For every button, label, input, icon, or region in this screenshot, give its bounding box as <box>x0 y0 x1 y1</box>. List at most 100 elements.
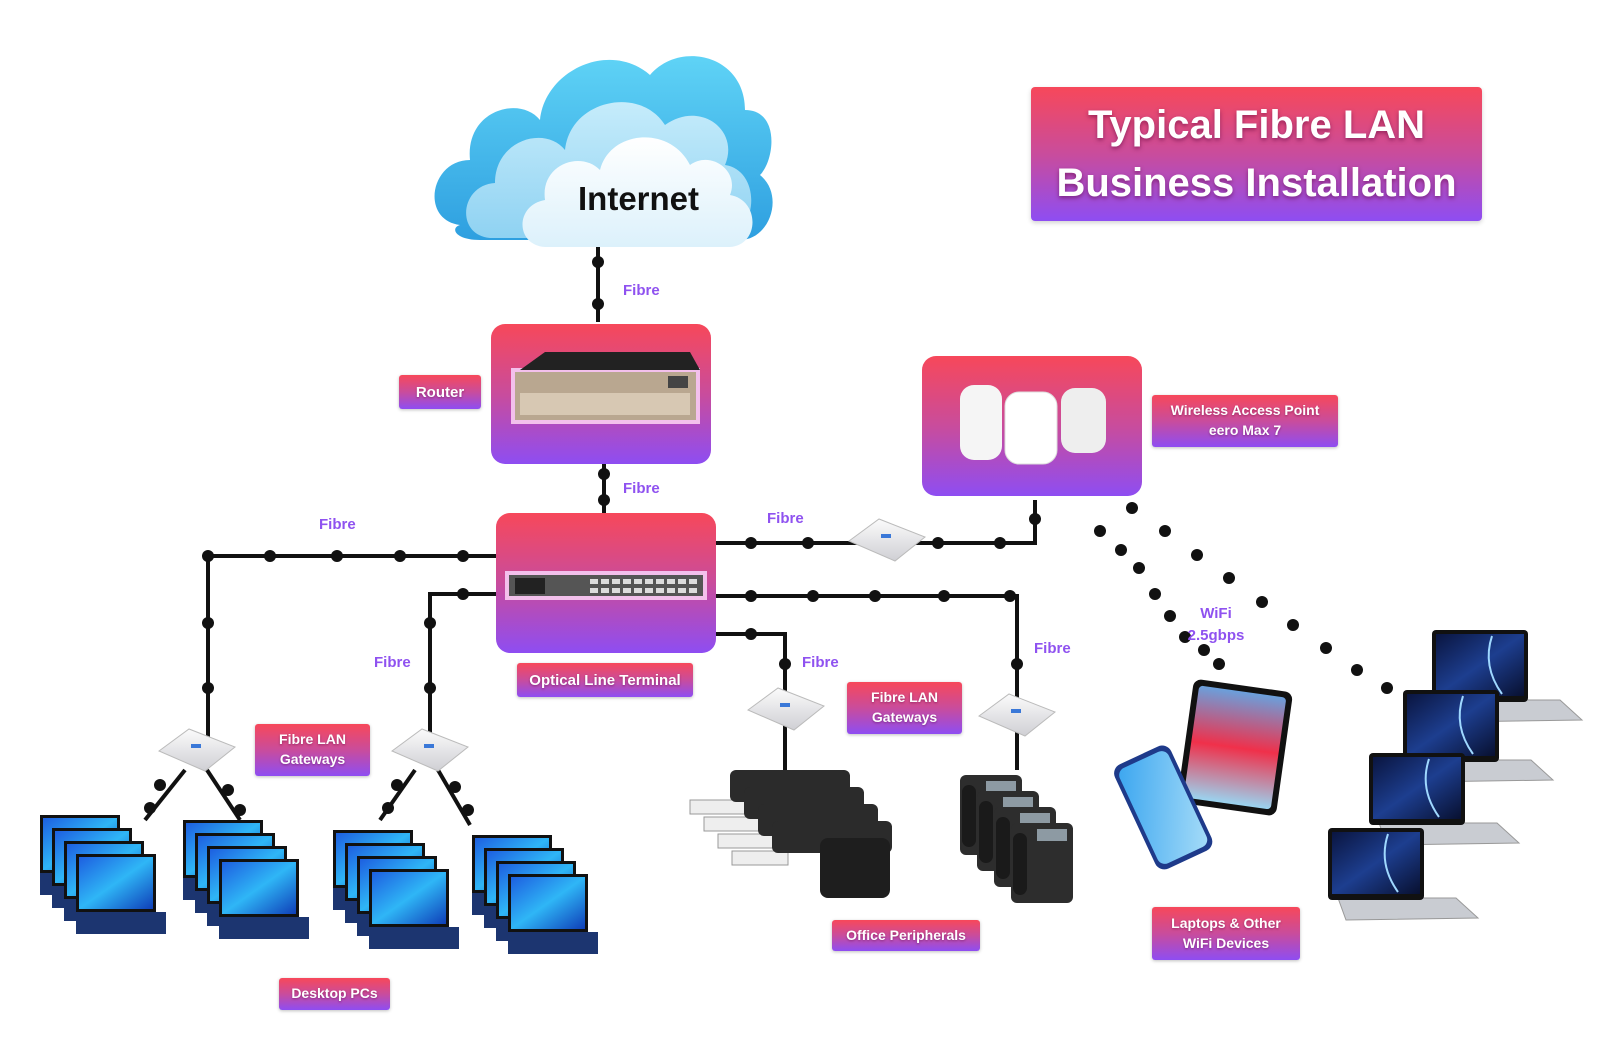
desktop-pc <box>76 854 166 934</box>
printer-icon <box>689 770 892 898</box>
gateways-left-label: Fibre LAN Gateways <box>255 724 370 776</box>
junction-dot <box>592 298 604 310</box>
desktop-pc <box>219 859 309 939</box>
olt-port <box>656 588 664 593</box>
laptop-screen <box>1332 832 1420 894</box>
junction-dot <box>222 784 234 796</box>
gateway-icon <box>978 693 1056 737</box>
monitor-screen <box>372 872 446 924</box>
junction-dot <box>745 590 757 602</box>
peripherals-label-text: Office Peripherals <box>846 926 966 943</box>
laptop-screen <box>1407 694 1495 756</box>
gateway-body <box>747 687 825 731</box>
gateway-logo <box>881 534 891 538</box>
keyboard <box>219 917 309 939</box>
screen-glow <box>1487 635 1503 695</box>
screen-glow <box>1383 833 1399 893</box>
olt-port <box>678 579 686 584</box>
laptop <box>1432 630 1584 723</box>
gateway-logo <box>1011 709 1021 713</box>
gateway-body <box>158 728 236 772</box>
olt-port <box>667 579 675 584</box>
gateway-logo <box>780 703 790 707</box>
wifi-label-line-2: 2.5gbps <box>1187 627 1245 644</box>
junction-dot <box>331 550 343 562</box>
laptop-icon <box>1328 630 1584 921</box>
screen-glow <box>1424 758 1440 818</box>
laptop-screen <box>1436 634 1524 696</box>
desktop-pc <box>508 874 598 954</box>
diagram-title: Typical Fibre LAN Business Installation <box>1031 87 1482 221</box>
gateway-logo <box>424 744 434 748</box>
link-label-olt-left: Fibre <box>319 516 356 533</box>
junction-dot <box>234 804 246 816</box>
phone-display <box>986 781 1016 793</box>
link-label-olt-phones: Fibre <box>1034 640 1071 657</box>
junction-dot <box>745 628 757 640</box>
link-olt-peripherals <box>716 632 787 700</box>
title-line-2: Business Installation <box>1056 161 1457 205</box>
phone-handset <box>996 817 1010 879</box>
wifi-dot <box>1126 502 1138 514</box>
wifi-dot <box>1256 596 1268 608</box>
phone-handset <box>1013 833 1027 895</box>
desktops-label: Desktop PCs <box>279 978 390 1010</box>
junction-dot <box>424 682 436 694</box>
link-label-router-olt: Fibre <box>623 480 660 497</box>
monitor-screen <box>222 862 296 914</box>
gateway-icon <box>747 687 825 731</box>
printer-front <box>820 838 890 898</box>
wifi-dot <box>1179 631 1191 643</box>
olt-port <box>623 588 631 593</box>
laptop-base <box>1337 897 1480 921</box>
link-junction-dots <box>144 256 1041 816</box>
gateways-right-label: Fibre LAN Gateways <box>847 682 962 734</box>
screen-glow <box>1458 695 1474 755</box>
junction-dot <box>202 617 214 629</box>
olt-port <box>601 588 609 593</box>
keyboard <box>508 932 598 954</box>
peripherals-label: Office Peripherals <box>832 920 980 951</box>
olt-port <box>623 579 631 584</box>
wifi-dot <box>1133 562 1145 574</box>
junction-dot <box>779 658 791 670</box>
laptop <box>1328 828 1480 921</box>
olt-port <box>590 588 598 593</box>
olt-port <box>645 588 653 593</box>
gateway-icon <box>158 728 236 772</box>
olt-port <box>656 579 664 584</box>
junction-dot <box>457 550 469 562</box>
desktop-pc <box>369 869 459 949</box>
wifi-dot <box>1213 658 1225 670</box>
gateway-icon <box>391 728 469 772</box>
junction-dot <box>449 781 461 793</box>
olt-port <box>678 588 686 593</box>
desk-phone-icon <box>960 775 1073 903</box>
desk-phone <box>1011 823 1073 903</box>
gateway-body <box>848 518 926 562</box>
junction-dot <box>807 590 819 602</box>
olt-port <box>612 579 620 584</box>
phone-handset <box>962 785 976 847</box>
link-olt-left-desktops <box>206 554 497 750</box>
wap-label-line-1: Wireless Access Point <box>1170 402 1320 419</box>
monitor-screen <box>79 857 153 909</box>
junction-dot <box>802 537 814 549</box>
phone-handset <box>979 801 993 863</box>
link-label-internet-router: Fibre <box>623 282 660 299</box>
wap-label: Wireless Access Point eero Max 7 <box>1152 395 1338 447</box>
junction-dot <box>154 779 166 791</box>
wap-label-line-2: eero Max 7 <box>1208 422 1282 438</box>
olt-port <box>601 579 609 584</box>
junction-dot <box>391 779 403 791</box>
desktops-label-text: Desktop PCs <box>291 985 378 1002</box>
gateways-right-line-1: Fibre LAN <box>871 689 938 706</box>
gateway-logo <box>191 744 201 748</box>
olt-port <box>612 588 620 593</box>
olt-port <box>667 588 675 593</box>
wifi-dot <box>1094 525 1106 537</box>
junction-dot <box>1011 658 1023 670</box>
junction-dot <box>382 802 394 814</box>
phone-display <box>1037 829 1067 841</box>
